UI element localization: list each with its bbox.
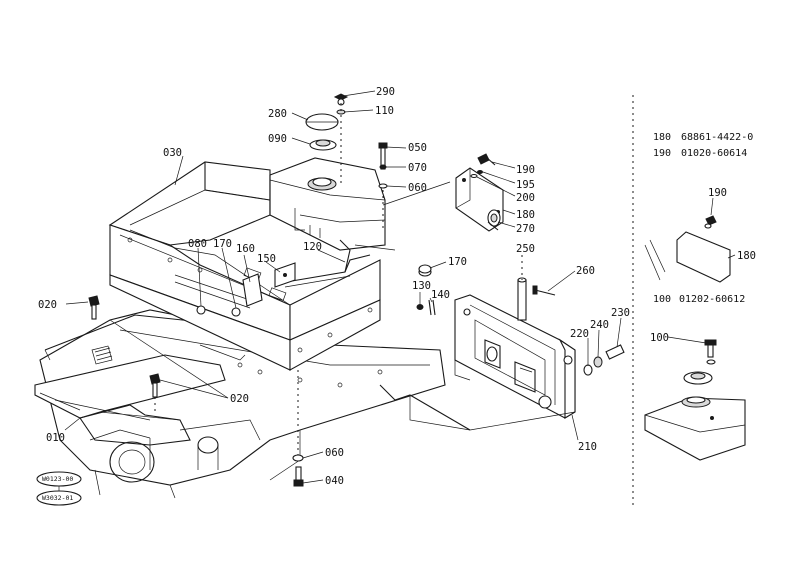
plug-170: [418, 264, 432, 277]
callout-260: 260: [576, 265, 595, 277]
callout-090: 090: [268, 133, 287, 145]
pin-250: [517, 255, 527, 321]
leader-lines: [64, 90, 736, 484]
callout-labels: 290 110 280 090 050 070 060 030 190 195 …: [38, 86, 756, 487]
callout-290: 290: [376, 86, 395, 98]
bolt-020-left: [88, 295, 100, 320]
callout-020-center: 020: [230, 393, 249, 405]
table-row-180-no: 180: [653, 132, 671, 143]
callout-130: 130: [412, 280, 431, 292]
callout-060-bottom: 060: [325, 447, 344, 459]
parts-table: 180 68861-4422-0 190 01020-60614 100 012…: [653, 132, 753, 305]
callout-200: 200: [516, 192, 535, 204]
callout-190-inset: 190: [708, 187, 727, 199]
badge-top-text: W0123-00: [42, 475, 73, 483]
revision-badges: W0123-00 W3032-01: [36, 471, 82, 506]
table-row-180-part: 68861-4422-0: [681, 132, 753, 143]
inset-cover: [644, 215, 731, 283]
fuel-cap: [309, 139, 337, 151]
counterweight: [454, 294, 576, 419]
table-row-190-no: 190: [653, 148, 671, 159]
callout-080: 080: [188, 238, 207, 250]
badge-bottom-text: W3032-01: [42, 494, 73, 502]
callout-180: 180: [516, 209, 535, 221]
callout-190: 190: [516, 164, 535, 176]
callout-250: 250: [516, 243, 535, 255]
callout-170-left: 170: [213, 238, 232, 250]
callout-100-inset: 100: [650, 332, 669, 344]
callout-030: 030: [163, 147, 182, 159]
pin-140: [428, 299, 436, 316]
table-row-100-no: 100: [653, 294, 671, 305]
callout-050: 050: [408, 142, 427, 154]
callout-240: 240: [590, 319, 609, 331]
callout-060-top: 060: [408, 182, 427, 194]
callout-210: 210: [578, 441, 597, 453]
callout-180-inset: 180: [737, 250, 756, 262]
nut-130: [416, 304, 424, 310]
callout-150: 150: [257, 253, 276, 265]
callout-280: 280: [268, 108, 287, 120]
floor-grille: [91, 345, 113, 365]
table-row-190-part: 01020-60614: [681, 148, 747, 159]
cover-bolt-set: [470, 153, 496, 179]
cap-cover-plate: [305, 113, 339, 131]
callout-040: 040: [325, 475, 344, 487]
rod-linkage: [279, 239, 396, 288]
bolt-020-center: [149, 373, 161, 415]
bolt-260: [532, 285, 556, 296]
bracket-160: [242, 273, 263, 307]
callout-010: 010: [46, 432, 65, 444]
bolt-230-set: [583, 344, 625, 376]
callout-195: 195: [516, 179, 535, 191]
bolt-040: [292, 370, 304, 487]
fuel-tank: [269, 157, 386, 251]
callout-230: 230: [611, 307, 630, 319]
callout-020-left: 020: [38, 299, 57, 311]
grommet: [487, 209, 501, 231]
callout-170-right: 170: [448, 256, 467, 268]
callout-140: 140: [431, 289, 450, 301]
callout-160: 160: [236, 243, 255, 255]
table-row-100-part: 01202-60612: [679, 294, 745, 305]
chassis-frame: [39, 309, 471, 499]
inset-tank: [644, 339, 746, 461]
callout-220: 220: [570, 328, 589, 340]
callout-270: 270: [516, 223, 535, 235]
callout-070: 070: [408, 162, 427, 174]
callout-120: 120: [303, 241, 322, 253]
bracket-150: [274, 262, 296, 288]
callout-110: 110: [375, 105, 394, 117]
